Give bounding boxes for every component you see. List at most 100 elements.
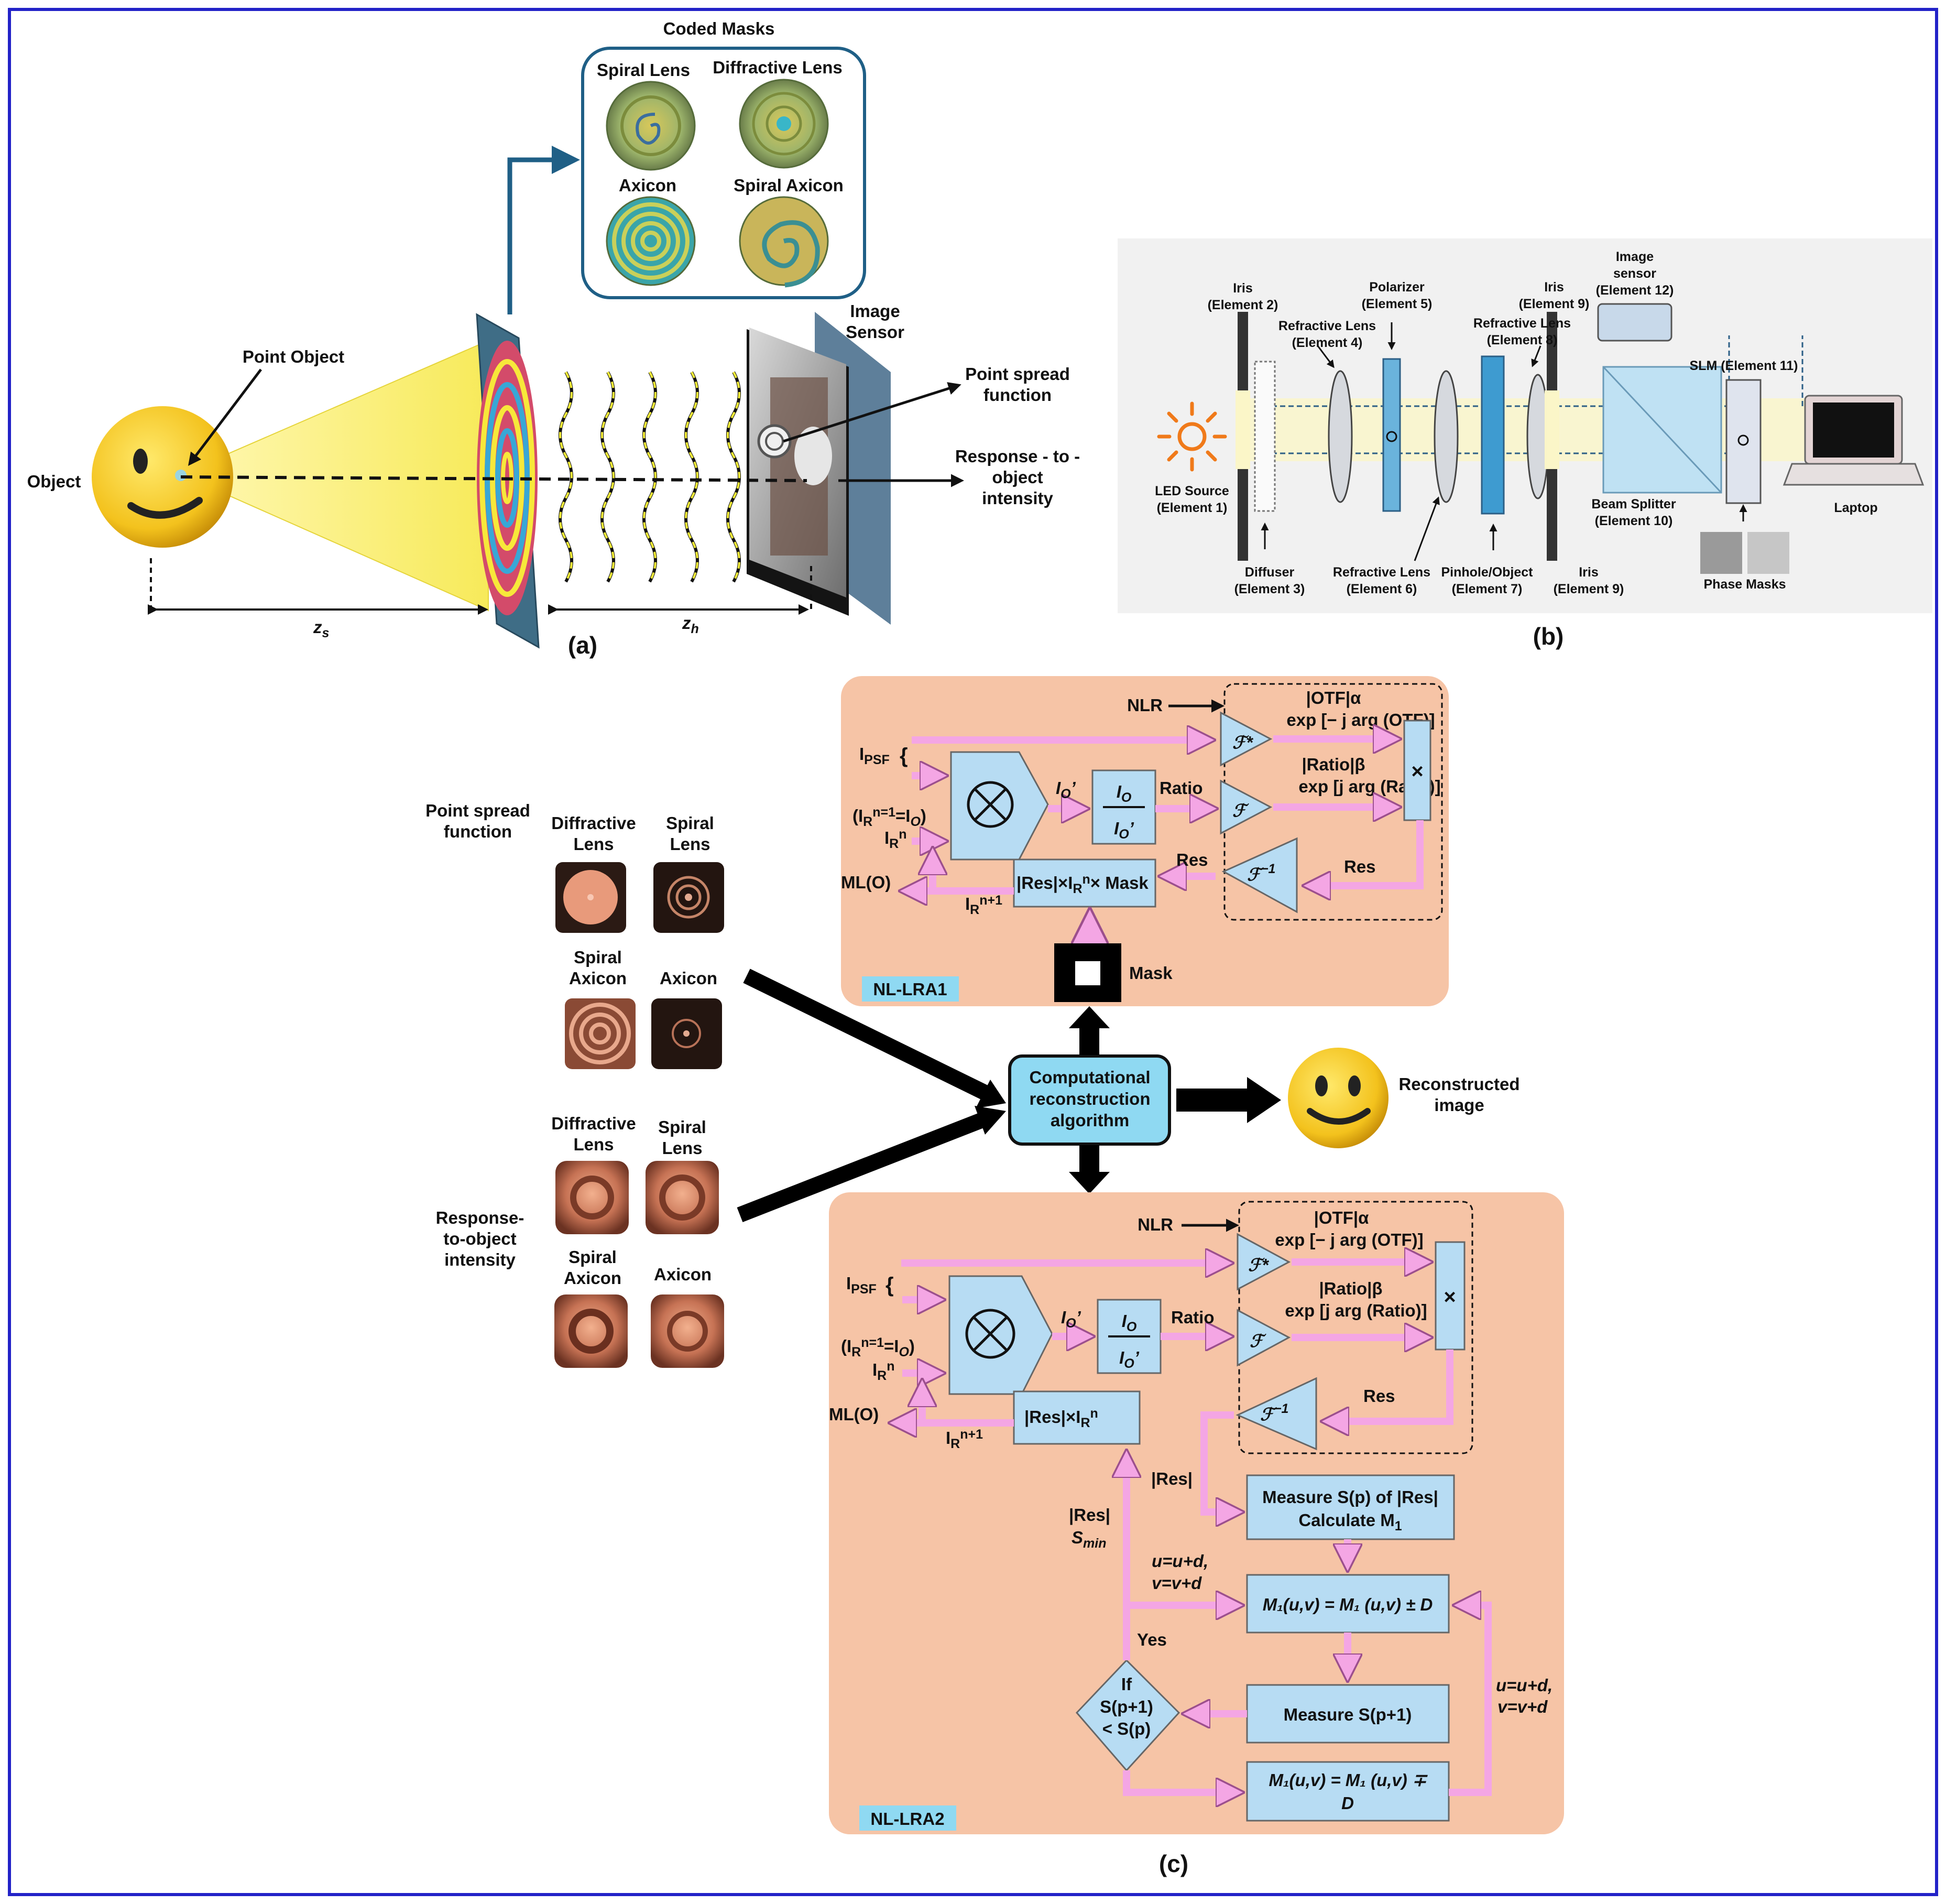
nl2-io-prime: IO’ xyxy=(1061,1308,1081,1331)
outer-frame xyxy=(8,8,1938,1896)
lens8-label-2: (Element 8) xyxy=(1487,333,1558,347)
coded-masks-title: Coded Masks xyxy=(663,19,775,38)
optical-axis xyxy=(180,475,807,482)
nl2-uv-1: u=u+d, xyxy=(1152,1551,1208,1571)
diffractive-lens-mask-icon xyxy=(739,79,829,169)
nl1-flow-arrows xyxy=(904,739,1424,891)
lens4-label-1: Refractive Lens xyxy=(1278,319,1376,333)
nl-lra2-tag xyxy=(859,1805,956,1831)
nl1-frac-den: IO’ xyxy=(1114,819,1134,842)
algo-to-lra2-arrow xyxy=(1079,1145,1099,1174)
mask-title-axicon: Axicon xyxy=(619,176,676,195)
panel-a: Coded Masks Spiral Lens Diffractive Lens… xyxy=(27,19,1080,659)
point-object-label: Point Object xyxy=(243,347,344,366)
psf-thumb-spiral-lens-icon xyxy=(653,862,724,933)
object-smiley-icon xyxy=(92,406,233,548)
lens8-label-1: Refractive Lens xyxy=(1473,316,1571,331)
nl2-irn1: IRn+1 xyxy=(946,1427,983,1451)
measure-sp-label-1: Measure S(p) of |Res| xyxy=(1262,1487,1438,1507)
object-label: Object xyxy=(27,472,81,491)
nl1-res: Res xyxy=(1344,857,1376,876)
panel-c-label: (c) xyxy=(1159,1850,1188,1877)
nl1-ipsf: IPSF xyxy=(859,744,890,767)
psf-label-1: Point spread xyxy=(965,364,1070,384)
psf-to-algorithm-arrow xyxy=(743,969,989,1100)
panel-c: Point spread function Diffractive Lens S… xyxy=(425,676,1564,1877)
rto-thumb-diffractive-lens-icon xyxy=(555,1161,629,1234)
polarizer-label-2: (Element 5) xyxy=(1362,297,1433,311)
nl2-abs-res-2: |Res| xyxy=(1069,1505,1110,1525)
nl2-otf-pow: |OTF|α xyxy=(1314,1208,1369,1227)
algo-to-recon-arrow xyxy=(1176,1089,1247,1112)
measure-sp-label-2: Calculate M1 xyxy=(1298,1510,1402,1533)
nl2-multiply-block xyxy=(948,1275,1053,1395)
measure-sp1-label: Measure S(p+1) xyxy=(1284,1705,1412,1724)
rto-thumb-axicon-icon xyxy=(651,1294,724,1368)
pinhole-object-element-7 xyxy=(1481,355,1505,515)
image-sensor-b-label-1: Image xyxy=(1616,249,1654,264)
rto-to-algorithm-arrow xyxy=(737,1112,988,1222)
nl1-times: × xyxy=(1411,760,1423,783)
rto-thumb-title-diff-2: Lens xyxy=(573,1135,614,1154)
if-label-2: S(p+1) xyxy=(1100,1697,1153,1716)
nl2-abs-res: |Res| xyxy=(1151,1469,1193,1488)
nl1-irn1: IRn+1 xyxy=(965,893,1002,917)
image-sensor-b-label-2: sensor xyxy=(1613,266,1656,281)
nl2-ratio-exp: exp [j arg (Ratio)] xyxy=(1285,1301,1427,1320)
slm-label: SLM (Element 11) xyxy=(1690,358,1798,373)
nl2-ft-block xyxy=(1237,1309,1291,1367)
nl2-frac-num: IO xyxy=(1122,1311,1137,1334)
image-sensor-label-1: Image xyxy=(850,301,900,321)
rto-thumb-title-sax-1: Spiral xyxy=(569,1247,617,1267)
nl1-ft-star-block xyxy=(1220,711,1273,767)
nl2-ift-block xyxy=(1236,1377,1317,1451)
psf-label-2: function xyxy=(983,385,1052,405)
rto-title-2: to-object xyxy=(443,1229,516,1248)
laptop-label: Laptop xyxy=(1834,501,1877,515)
beam-splitter-label-2: (Element 10) xyxy=(1595,514,1673,528)
mask-label: Mask xyxy=(1129,963,1173,983)
rto-thumb-title-spl-2: Lens xyxy=(662,1138,702,1158)
psf-thumb-title-spl-1: Spiral xyxy=(666,813,714,833)
nl1-ratio: Ratio xyxy=(1160,778,1203,798)
nl1-mlo: ML(O) xyxy=(841,873,891,892)
iris9-bottom-label-1: Iris xyxy=(1579,565,1599,580)
coded-mask-plate xyxy=(476,313,540,649)
algo-to-lra1-arrow xyxy=(1079,1026,1099,1055)
nl-lra2-tag-text: NL-LRA2 xyxy=(870,1809,944,1829)
phase-masks-label: Phase Masks xyxy=(1703,577,1786,592)
nl1-ft-block xyxy=(1220,779,1273,835)
nl1-product-block xyxy=(1403,720,1431,821)
nl2-res: Res xyxy=(1363,1386,1395,1406)
zs-base: z xyxy=(313,617,322,637)
nl1-nlr-label: NLR xyxy=(1127,695,1163,715)
nl2-ratio: Ratio xyxy=(1171,1308,1215,1327)
recon-label-2: image xyxy=(1434,1095,1484,1115)
nl1-multiply-block xyxy=(950,751,1049,861)
nl2-smin: Smin xyxy=(1072,1528,1106,1551)
polarizer-element-5 xyxy=(1382,358,1401,512)
algo-label-2: reconstruction xyxy=(1029,1089,1150,1108)
psf-title-2: function xyxy=(444,822,512,841)
nl1-update-block xyxy=(1013,858,1156,908)
mask-title-spiral-lens: Spiral Lens xyxy=(597,60,690,80)
phase-mask-1-icon xyxy=(1700,532,1742,574)
rto-thumb-spiral-lens-icon xyxy=(646,1161,719,1234)
image-sensor-label-2: Sensor xyxy=(846,322,904,342)
nl2-flow-arrows xyxy=(893,1262,1492,1792)
mask-connector-arrow xyxy=(507,146,580,314)
psf-thumb-title-sax-2: Axicon xyxy=(569,969,627,988)
rto-thumb-title-sax-2: Axicon xyxy=(564,1268,621,1288)
led-source-icon xyxy=(1157,401,1227,472)
nl2-brace: { xyxy=(885,1274,894,1297)
rto-thumb-spiral-axicon-icon xyxy=(554,1294,628,1368)
pinhole-label-1: Pinhole/Object xyxy=(1441,565,1533,580)
image-sensor-device xyxy=(747,312,891,625)
rto-label-2: object xyxy=(992,467,1043,487)
nl2-uv-right-1: u=u+d, xyxy=(1496,1675,1553,1695)
rto-title-3: intensity xyxy=(444,1250,516,1269)
nl1-ift-block xyxy=(1221,837,1298,913)
nl1-ratio-pow: |Ratio|β xyxy=(1302,755,1365,774)
rto-label-1: Response - to - xyxy=(955,447,1080,466)
lens6-label-1: Refractive Lens xyxy=(1333,565,1430,580)
